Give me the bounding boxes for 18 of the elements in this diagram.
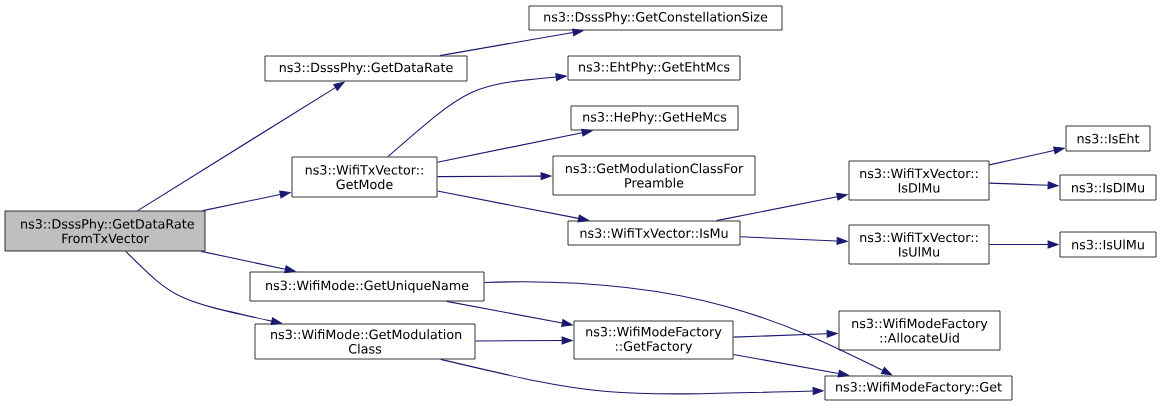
function-box: ns3::WifiTxVector:: GetMode bbox=[291, 156, 438, 198]
function-box: ns3::WifiMode::GetUniqueName bbox=[249, 271, 485, 302]
function-box: ns3::WifiTxVector:: IsUlMu bbox=[848, 224, 990, 265]
function-box: ns3::IsEht bbox=[1065, 125, 1151, 152]
function-box: ns3::HePhy::GetHeMcs bbox=[570, 105, 739, 131]
function-box: ns3::WifiTxVector::IsMu bbox=[567, 220, 741, 246]
function-box: ns3::EhtPhy::GetEhtMcs bbox=[567, 55, 741, 81]
function-box: ns3::DsssPhy::GetDataRate bbox=[264, 55, 468, 82]
function-box: ns3::DsssPhy::GetConstellationSize bbox=[528, 5, 783, 31]
function-box: ns3::WifiModeFactory ::AllocateUid bbox=[838, 310, 1001, 351]
function-box: ns3::WifiModeFactory::Get bbox=[824, 375, 1013, 401]
function-box: ns3::IsUlMu bbox=[1059, 231, 1157, 258]
function-box: ns3::DsssPhy::GetDataRate FromTxVector bbox=[4, 210, 206, 252]
function-box: ns3::WifiModeFactory ::GetFactory bbox=[573, 320, 734, 360]
function-box: ns3::GetModulationClassFor Preamble bbox=[552, 155, 756, 196]
function-box: ns3::IsDlMu bbox=[1059, 174, 1157, 201]
function-box: ns3::WifiMode::GetModulation Class bbox=[254, 323, 476, 360]
function-box: ns3::WifiTxVector:: IsDlMu bbox=[848, 160, 990, 201]
